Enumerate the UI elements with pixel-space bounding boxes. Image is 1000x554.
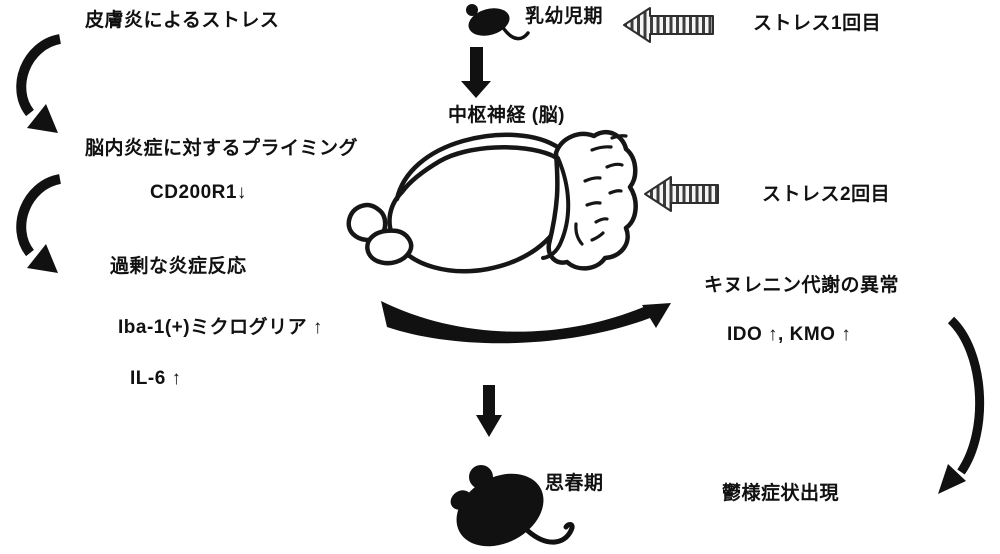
- down-arrow-icon: [461, 47, 491, 98]
- label-infancy: 乳幼児期: [525, 6, 604, 27]
- curved-arrow-icon: [16, 174, 62, 273]
- label-depressive-symptoms: 鬱様症状出現: [722, 483, 840, 504]
- label-adolescence: 思春期: [545, 473, 604, 494]
- mouse-icon: [466, 4, 530, 41]
- swoosh-arrow-icon: [381, 301, 671, 344]
- label-cd200r1: CD200R1↓: [150, 182, 247, 203]
- label-il6: IL-6 ↑: [130, 368, 182, 389]
- curved-arrow-icon: [938, 316, 985, 494]
- curved-arrow-icon: [16, 34, 62, 133]
- cerebellum-hatch-lines: [574, 134, 628, 246]
- mouse-icon: [450, 465, 575, 547]
- striped-arrow-icon: [644, 176, 719, 212]
- label-central-nervous-system: 中枢神経 (脳): [448, 105, 565, 126]
- label-excessive-inflammatory-response: 過剰な炎症反応: [110, 256, 247, 277]
- label-kynurenine-metabolism-abnormality: キヌレニン代謝の異常: [704, 275, 900, 296]
- label-stress-first: ストレス1回目: [753, 13, 882, 34]
- brain-icon: [346, 130, 638, 274]
- down-arrow-icon: [476, 385, 502, 437]
- label-dermatitis-stress: 皮膚炎によるストレス: [85, 10, 280, 31]
- label-ido-kmo: IDO ↑, KMO ↑: [727, 324, 852, 345]
- striped-arrow-icon: [623, 7, 714, 43]
- label-iba1-microglia: Iba-1(+)ミクログリア ↑: [118, 317, 323, 338]
- label-stress-second: ストレス2回目: [762, 184, 891, 205]
- label-neuroinflammation-priming: 脳内炎症に対するプライミング: [85, 138, 359, 159]
